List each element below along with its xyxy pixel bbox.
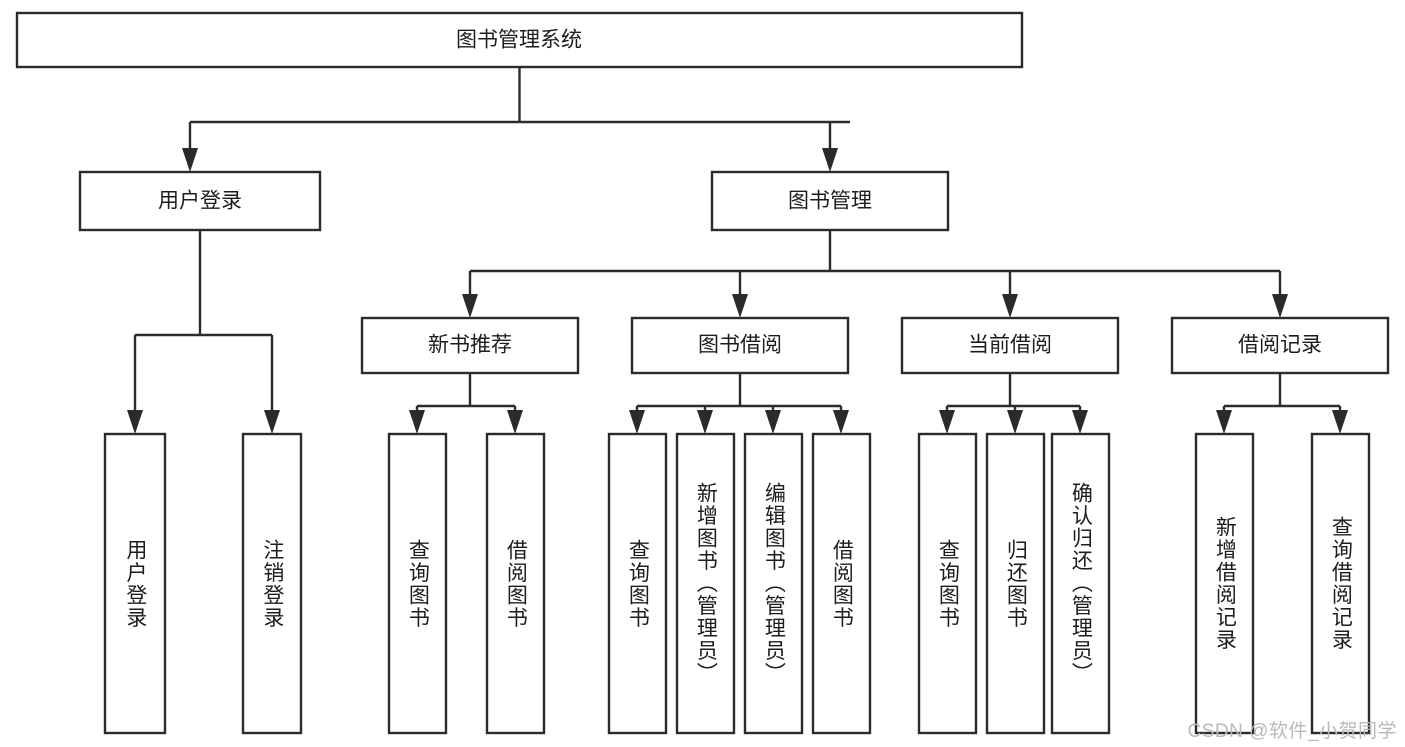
arrow-head-icon xyxy=(697,410,713,434)
node-root[interactable]: 图书管理系统 xyxy=(15,11,1024,69)
arrow-head-icon xyxy=(1272,294,1288,318)
arrow-head-icon xyxy=(765,410,781,434)
node-book-borrow-label: 图书借阅 xyxy=(698,334,782,357)
arrow-head-icon xyxy=(1216,410,1232,434)
node-leaf-query-book-1[interactable] xyxy=(387,432,448,735)
node-current-borrow[interactable]: 当前借阅 xyxy=(900,316,1120,375)
node-leaf-query-record[interactable] xyxy=(1310,432,1371,735)
arrow-head-icon xyxy=(629,410,645,434)
connector-bookborrow-to-leaves xyxy=(629,373,849,434)
arrow-head-icon xyxy=(1072,410,1088,434)
arrow-head-icon xyxy=(127,410,143,434)
node-leaf-query-book-3[interactable] xyxy=(917,432,978,735)
node-leaf-borrow-book-2[interactable] xyxy=(811,432,872,735)
node-borrow-record[interactable]: 借阅记录 xyxy=(1170,316,1390,375)
node-current-borrow-label: 当前借阅 xyxy=(968,334,1052,357)
watermark: CSDN @软件_小贺同学 xyxy=(1187,721,1397,742)
node-leaf-add-record[interactable] xyxy=(1194,432,1255,735)
arrow-head-icon xyxy=(939,410,955,434)
connector-borrowrecord-to-leaves xyxy=(1216,373,1348,434)
arrow-head-icon xyxy=(462,294,478,318)
connector-currentborrow-to-leaves xyxy=(939,373,1088,434)
node-new-book-rec-label: 新书推荐 xyxy=(428,334,512,357)
node-book-borrow[interactable]: 图书借阅 xyxy=(630,316,850,375)
arrow-head-icon xyxy=(182,148,198,172)
node-book-manage[interactable]: 图书管理 xyxy=(710,170,950,232)
node-new-book-rec[interactable]: 新书推荐 xyxy=(360,316,580,375)
node-book-manage-label: 图书管理 xyxy=(788,190,872,213)
arrow-head-icon xyxy=(1007,410,1023,434)
node-leaf-add-book[interactable] xyxy=(675,432,736,735)
arrow-head-icon xyxy=(409,410,425,434)
connector-newbook-to-leaves xyxy=(409,373,523,434)
node-leaf-query-book-2[interactable] xyxy=(607,432,668,735)
node-leaf-return-book[interactable] xyxy=(985,432,1046,735)
leaf-boxes xyxy=(103,432,1371,735)
arrow-head-icon xyxy=(822,148,838,172)
arrow-head-icon xyxy=(732,294,748,318)
node-leaf-borrow-book-1[interactable] xyxy=(485,432,546,735)
node-leaf-logout[interactable] xyxy=(241,432,303,735)
arrow-head-icon xyxy=(1002,294,1018,318)
node-leaf-confirm-return[interactable] xyxy=(1050,432,1111,735)
connector-bookmanage-to-level3 xyxy=(462,230,1288,318)
node-borrow-record-label: 借阅记录 xyxy=(1238,334,1322,357)
node-leaf-edit-book[interactable] xyxy=(743,432,804,735)
arrow-head-icon xyxy=(1332,410,1348,434)
arrow-head-icon xyxy=(507,410,523,434)
node-root-label: 图书管理系统 xyxy=(456,29,582,52)
arrow-head-icon xyxy=(264,410,280,434)
node-user-login[interactable]: 用户登录 xyxy=(78,170,322,232)
node-user-login-label: 用户登录 xyxy=(158,190,242,213)
node-leaf-user-login[interactable] xyxy=(103,432,167,735)
connector-userlogin-to-leaves xyxy=(127,230,280,434)
connector-root-to-level2 xyxy=(182,67,850,172)
arrow-head-icon xyxy=(833,410,849,434)
